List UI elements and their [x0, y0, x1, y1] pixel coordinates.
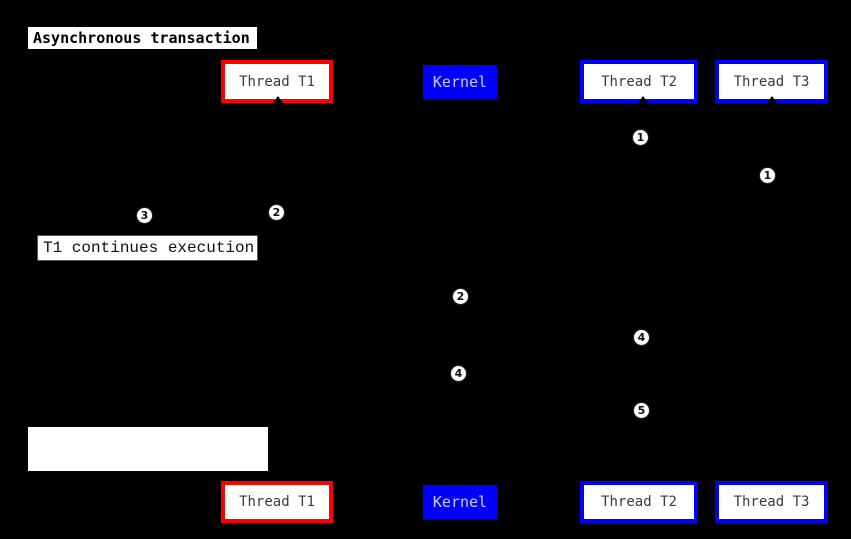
step-badge-4-kernel: 4 — [450, 365, 467, 382]
participant-label: Thread T3 — [733, 494, 810, 510]
badge-number: 3 — [140, 209, 149, 222]
badge-number: 4 — [637, 331, 646, 344]
step-badge-1-t3: 1 — [759, 167, 776, 184]
participant-thread-t1-top: Thread T1 — [221, 60, 333, 103]
note-empty — [28, 427, 268, 471]
arrowhead-icon — [640, 475, 650, 482]
arrowhead-icon — [767, 96, 777, 103]
lifeline-thread-t2 — [641, 103, 642, 481]
arrowhead-icon — [765, 475, 775, 482]
badge-number: 1 — [636, 131, 645, 144]
participant-label: Thread T2 — [601, 73, 677, 90]
participant-label: Thread T1 — [239, 73, 315, 90]
step-badge-3: 3 — [136, 207, 153, 224]
participant-thread-t1-bottom: Thread T1 — [221, 481, 333, 523]
participant-label: Kernel — [432, 493, 488, 511]
note-t1-continues-execution: T1 continues execution — [37, 235, 258, 261]
participant-thread-t2-bottom: Thread T2 — [580, 481, 698, 523]
participant-label: Thread T2 — [601, 494, 677, 510]
participant-kernel-top: Kernel — [423, 65, 497, 99]
badge-number: 2 — [456, 290, 465, 303]
badge-number: 2 — [272, 206, 281, 219]
arrowhead-icon — [273, 96, 283, 103]
participant-label: Thread T3 — [733, 73, 810, 90]
step-badge-1-t2: 1 — [632, 129, 649, 146]
step-badge-5-t2: 5 — [633, 402, 650, 419]
participant-kernel-bottom: Kernel — [423, 485, 497, 519]
participant-label: Thread T1 — [239, 494, 315, 510]
step-badge-2-t1: 2 — [268, 204, 285, 221]
participant-thread-t3-bottom: Thread T3 — [715, 481, 828, 523]
participant-label: Kernel — [432, 73, 488, 91]
participant-thread-t3-top: Thread T3 — [715, 60, 828, 103]
diagram-title: Asynchronous transaction — [28, 27, 257, 49]
badge-number: 1 — [763, 169, 772, 182]
step-badge-2-kernel: 2 — [452, 288, 469, 305]
arrowhead-icon — [638, 96, 648, 103]
arrowhead-icon — [273, 476, 283, 483]
badge-number: 4 — [454, 367, 463, 380]
step-badge-4-t2: 4 — [633, 329, 650, 346]
badge-number: 5 — [637, 404, 646, 417]
lifeline-thread-t3 — [770, 103, 771, 481]
lifeline-thread-t1 — [277, 103, 278, 481]
